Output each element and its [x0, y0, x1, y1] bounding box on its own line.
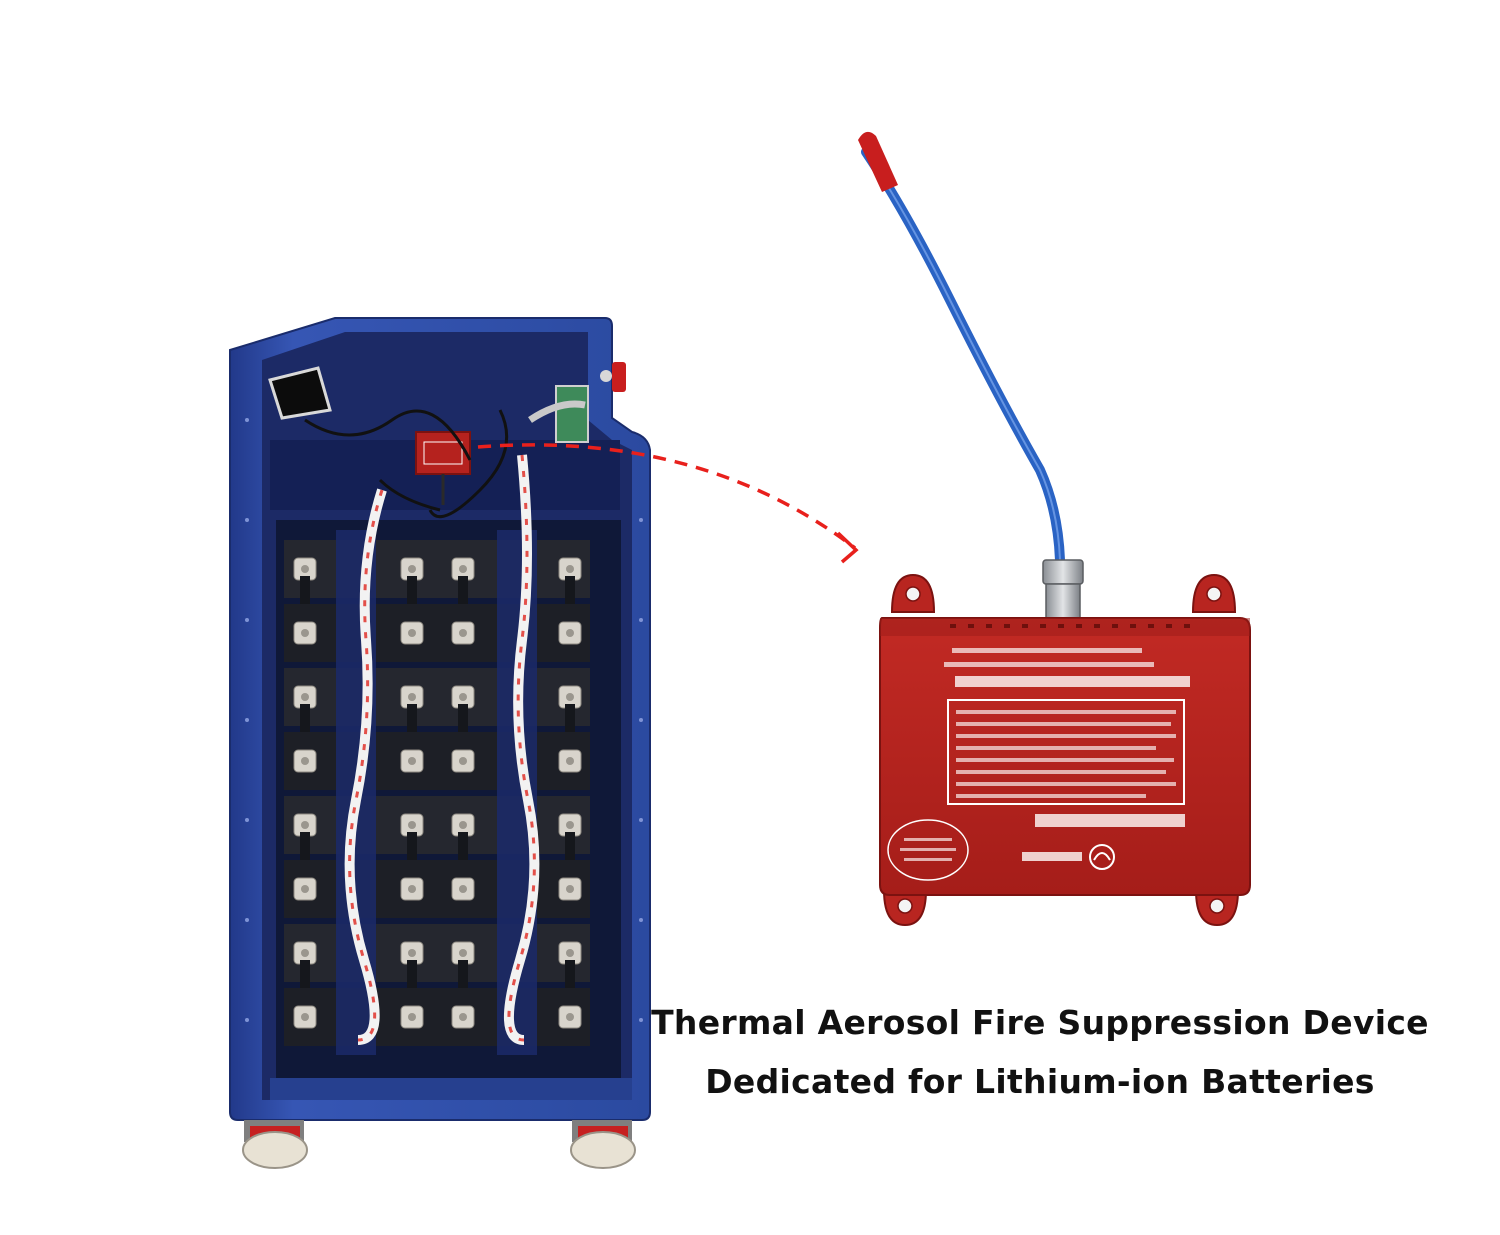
vent-hole — [1022, 624, 1028, 628]
terminal-bolt — [301, 693, 309, 701]
battery-cell-row — [284, 732, 590, 790]
terminal-bolt — [459, 629, 467, 637]
terminal-bolt — [566, 565, 574, 573]
vent-holes — [950, 624, 1190, 628]
vent-hole — [1166, 624, 1172, 628]
terminal-bolt — [301, 949, 309, 957]
vent-hole — [1058, 624, 1064, 628]
terminal-bolt — [301, 821, 309, 829]
vent-hole — [968, 624, 974, 628]
sensor-tip — [858, 131, 898, 192]
terminal-bolt — [459, 949, 467, 957]
dashed-curved-arrow-icon — [477, 443, 859, 564]
wire-bundles — [336, 454, 540, 1055]
vent-hole — [950, 624, 956, 628]
battery-cell-row — [284, 604, 590, 662]
terminal-bolt — [566, 821, 574, 829]
terminal-bolt — [408, 629, 416, 637]
caption-line-1: Thermal Aerosol Fire Suppression Device — [651, 1003, 1429, 1042]
vent-hole — [1130, 624, 1136, 628]
installed-suppression-device — [415, 431, 471, 505]
vent-hole — [1148, 624, 1154, 628]
cabinet-floor — [270, 1078, 632, 1100]
terminal-bolt — [459, 821, 467, 829]
terminal-bolt — [408, 565, 416, 573]
vent-hole — [986, 624, 992, 628]
vent-hole — [1112, 624, 1118, 628]
battery-cell-row — [284, 796, 590, 854]
battery-cell-row — [284, 540, 590, 598]
vent-hole — [1004, 624, 1010, 628]
terminal-bolt — [459, 757, 467, 765]
rivets — [245, 418, 643, 1022]
vent-hole — [1076, 624, 1082, 628]
terminal-bolt — [566, 885, 574, 893]
terminal-bolt — [408, 821, 416, 829]
terminal-bolt — [408, 1013, 416, 1021]
terminal-bolt — [566, 693, 574, 701]
ribbon-cable — [528, 400, 586, 423]
terminal-bolt — [301, 1013, 309, 1021]
battery-cell-row — [284, 924, 590, 982]
terminal-bolt — [566, 1013, 574, 1021]
control-module — [268, 366, 332, 420]
vent-hole — [1040, 624, 1046, 628]
caster-left — [242, 1120, 308, 1169]
battery-cell-grid — [284, 540, 590, 1046]
terminal-bolt — [459, 693, 467, 701]
terminal-bolt — [301, 757, 309, 765]
terminal-bolt — [301, 885, 309, 893]
terminal-bolt — [408, 885, 416, 893]
terminal-bolt — [566, 757, 574, 765]
cabinet-wiring — [304, 409, 509, 519]
vent-hole — [1094, 624, 1100, 628]
vent-hole — [1184, 624, 1190, 628]
terminal-bolt — [566, 629, 574, 637]
battery-cabinet — [229, 317, 651, 1169]
circuit-board — [555, 385, 589, 443]
battery-cell-row — [284, 988, 590, 1046]
power-connector — [612, 362, 626, 392]
fire-suppression-device — [858, 131, 1251, 927]
terminal-bolt — [408, 757, 416, 765]
terminal-bolt — [459, 885, 467, 893]
caster-right — [570, 1120, 636, 1169]
brand-logo-icon — [1089, 844, 1115, 870]
terminal-bolt — [459, 1013, 467, 1021]
printed-label — [887, 648, 1190, 881]
caption-line-2: Dedicated for Lithium-ion Batteries — [705, 1062, 1375, 1101]
terminal-bolt — [301, 565, 309, 573]
terminal-bolt — [566, 949, 574, 957]
terminal-bolt — [301, 629, 309, 637]
battery-cell-row — [284, 860, 590, 918]
cable-gland — [1042, 559, 1084, 585]
terminal-bolt — [408, 693, 416, 701]
certificate-stamp — [887, 819, 969, 881]
heat-sensor-cable — [861, 147, 1065, 565]
terminal-bolt — [408, 949, 416, 957]
battery-cell-row — [284, 668, 590, 726]
terminal-bolt — [459, 565, 467, 573]
